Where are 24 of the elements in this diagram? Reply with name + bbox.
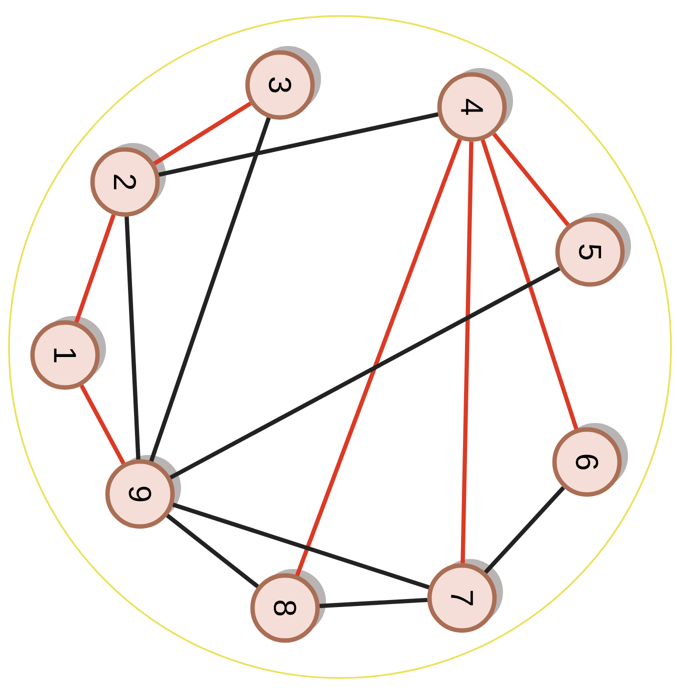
graph-vertex: 7 xyxy=(427,559,503,633)
graph-edge xyxy=(74,214,116,323)
graph-vertex: 4 xyxy=(437,68,513,142)
graph-edge xyxy=(166,514,260,588)
graph-vertex: 2 xyxy=(90,143,166,217)
graph-edge xyxy=(484,486,566,574)
graph-edge xyxy=(80,384,126,464)
graph-edge xyxy=(149,117,271,462)
graph-edge xyxy=(320,598,428,608)
graph-edge xyxy=(124,216,140,460)
graph-edge xyxy=(295,138,462,576)
graph-vertex: 5 xyxy=(555,213,631,287)
graph-edge xyxy=(492,132,570,226)
graph-vertex: 8 xyxy=(250,569,326,643)
graph-vertex: 9 xyxy=(105,455,181,529)
graph-edge xyxy=(170,266,560,480)
graph-vertex: 6 xyxy=(552,423,628,497)
graph-edge xyxy=(153,102,252,166)
graph-vertex: 3 xyxy=(245,46,321,120)
graph-edge xyxy=(480,139,578,430)
graph-edge xyxy=(158,112,439,177)
graph-vertex: 1 xyxy=(30,316,106,390)
graph-edge xyxy=(172,502,430,590)
graph-edge xyxy=(460,142,474,564)
